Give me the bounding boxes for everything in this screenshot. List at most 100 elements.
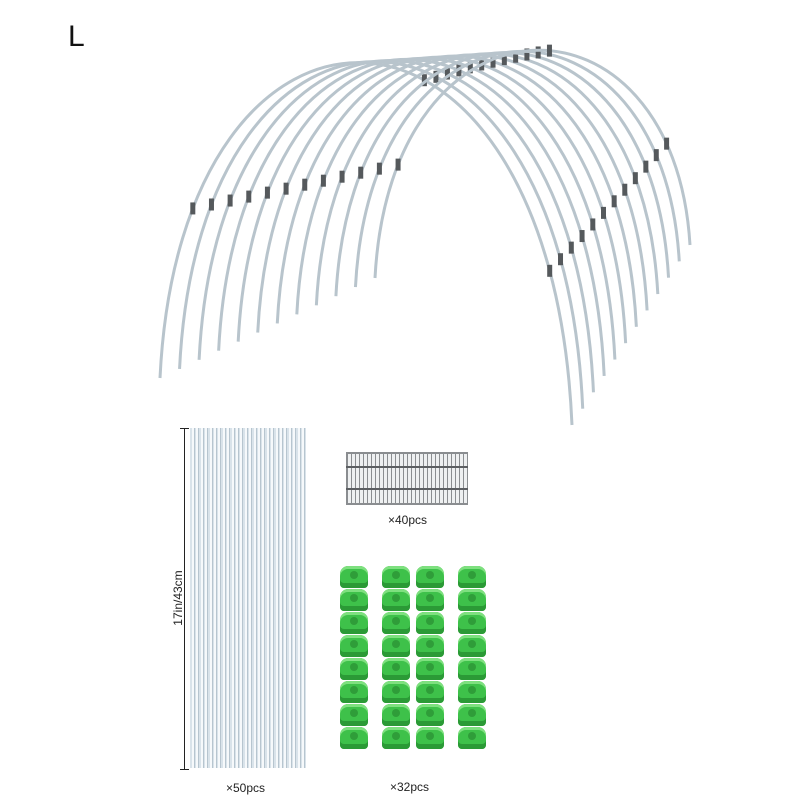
connector-tube (404, 454, 407, 503)
clip-quantity-label: ×32pcs (390, 780, 430, 794)
clip (382, 566, 410, 588)
clip (382, 612, 410, 634)
connector-tube (424, 454, 427, 503)
connector-tube (420, 454, 423, 503)
clip (416, 589, 444, 611)
connector-tube (444, 454, 447, 503)
clip (458, 681, 486, 703)
rod (240, 428, 243, 768)
clip (340, 635, 368, 657)
connector-tube (400, 454, 403, 503)
connector-tube (412, 454, 415, 503)
hoop-joint (467, 61, 473, 74)
hoop-joint (320, 174, 326, 187)
hoop-joint (568, 241, 574, 254)
connector-tube (432, 454, 435, 503)
clip (458, 704, 486, 726)
connector-tube (456, 454, 459, 503)
hoop-joint (490, 55, 496, 68)
connector-tube (440, 454, 443, 503)
hoop-joint (190, 202, 196, 215)
connector-tube (372, 454, 375, 503)
clip (340, 589, 368, 611)
clip (416, 566, 444, 588)
rod (253, 428, 256, 768)
connector-tube (460, 454, 463, 503)
hoop-arc (178, 60, 585, 409)
rod (302, 428, 304, 768)
hoop-joint (501, 53, 507, 66)
hoop-joint (376, 162, 382, 175)
connector-tube (464, 454, 467, 503)
connector-tube (452, 454, 455, 503)
connector-tube (360, 454, 363, 503)
clip (458, 658, 486, 680)
clip (340, 681, 368, 703)
hoop-joint (622, 183, 628, 196)
rod (222, 428, 225, 768)
hoop-joint (579, 230, 585, 243)
hoop-joint (558, 253, 564, 266)
rod (284, 428, 287, 768)
hoop-joint (524, 48, 530, 61)
clip (416, 658, 444, 680)
clip (416, 681, 444, 703)
hoop-joint (601, 206, 607, 219)
hoop-joint (227, 194, 233, 207)
clip (416, 704, 444, 726)
hoop-joint (208, 198, 214, 211)
rod (192, 428, 194, 768)
rod (280, 428, 282, 768)
hoop-joint (395, 158, 401, 171)
rod (266, 428, 269, 768)
clip (416, 635, 444, 657)
rod (214, 428, 216, 768)
hoop-joint (611, 195, 617, 208)
hoop-joint (653, 149, 659, 162)
rod-bundle-image (190, 428, 306, 768)
clip (458, 727, 486, 749)
rod (231, 428, 234, 768)
clip (458, 635, 486, 657)
rod (218, 428, 221, 768)
connector-tube (408, 454, 411, 503)
dimension-tick-bottom (180, 769, 189, 770)
rod (275, 428, 278, 768)
connector-tube (368, 454, 371, 503)
connector-quantity-label: ×40pcs (388, 513, 428, 527)
connector-tube (396, 454, 399, 503)
connector-tube (352, 454, 355, 503)
rod (258, 428, 260, 768)
rod (297, 428, 300, 768)
hoop-joint (421, 74, 427, 87)
rod-length-label: 17in/43cm (171, 570, 185, 626)
hoop-joint (246, 190, 252, 203)
hoop-joint (264, 186, 270, 199)
connector-tube (416, 454, 419, 503)
hoop-joint (535, 46, 541, 59)
rod (288, 428, 291, 768)
rod (196, 428, 199, 768)
clip (458, 612, 486, 634)
clip (416, 727, 444, 749)
connector-tube (380, 454, 383, 503)
rod (227, 428, 230, 768)
connector-tube (388, 454, 391, 503)
connector-tube (348, 454, 351, 503)
clip (340, 727, 368, 749)
clip (340, 704, 368, 726)
clip (458, 589, 486, 611)
rod (200, 428, 203, 768)
rod (209, 428, 212, 768)
clip (382, 727, 410, 749)
dimension-tick-top (180, 428, 189, 429)
clip (458, 566, 486, 588)
green-clips-image (340, 566, 490, 766)
hoop-joint (302, 178, 308, 191)
rod (271, 428, 274, 768)
rod (236, 428, 238, 768)
hoop-joint (664, 137, 670, 150)
connector-tube (376, 454, 379, 503)
rod-quantity-label: ×50pcs (226, 781, 266, 795)
